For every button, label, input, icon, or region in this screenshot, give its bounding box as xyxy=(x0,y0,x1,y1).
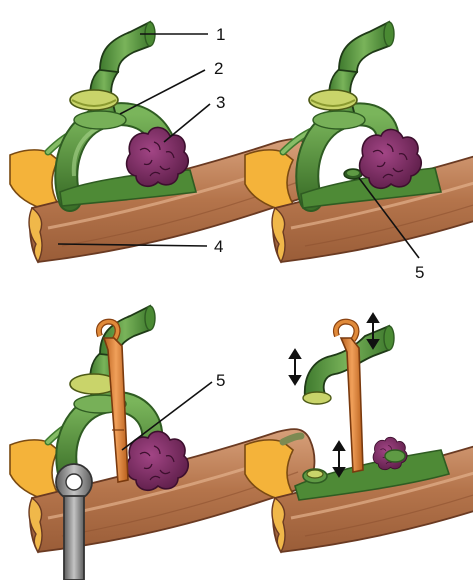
label-1: 1 xyxy=(216,25,225,44)
orange-nerve-branch xyxy=(10,150,58,210)
label-3: 3 xyxy=(216,93,225,112)
orange-nerve-branch xyxy=(10,440,58,500)
label-2: 2 xyxy=(214,59,223,78)
panel-2: 5 xyxy=(245,22,473,282)
up-down-arrow xyxy=(290,350,300,384)
up-down-arrow xyxy=(334,442,344,476)
label-4: 4 xyxy=(214,237,223,256)
label-5: 5 xyxy=(415,263,424,282)
label-5-b: 5 xyxy=(216,371,225,390)
panel-1: 1 2 3 4 xyxy=(10,22,314,262)
